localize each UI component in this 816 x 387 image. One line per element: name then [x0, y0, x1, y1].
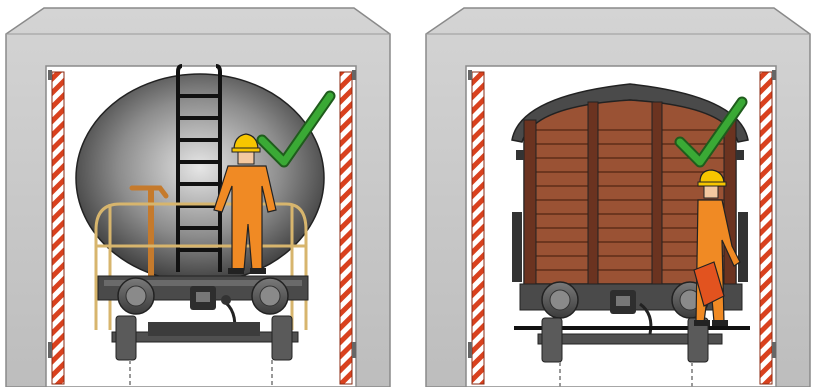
buffer-left	[118, 278, 154, 314]
clearance-post-right-b	[760, 70, 776, 384]
panel-right	[426, 8, 810, 387]
clearance-post-left-a	[48, 70, 64, 384]
wagon-buffer-left	[542, 282, 578, 318]
wheelset	[112, 316, 298, 387]
panel-left	[6, 8, 390, 387]
buffer-right	[252, 278, 288, 314]
tank-wagon	[76, 66, 324, 387]
clearance-post-right-a	[468, 70, 484, 384]
clearance-post-left-b	[340, 70, 356, 384]
